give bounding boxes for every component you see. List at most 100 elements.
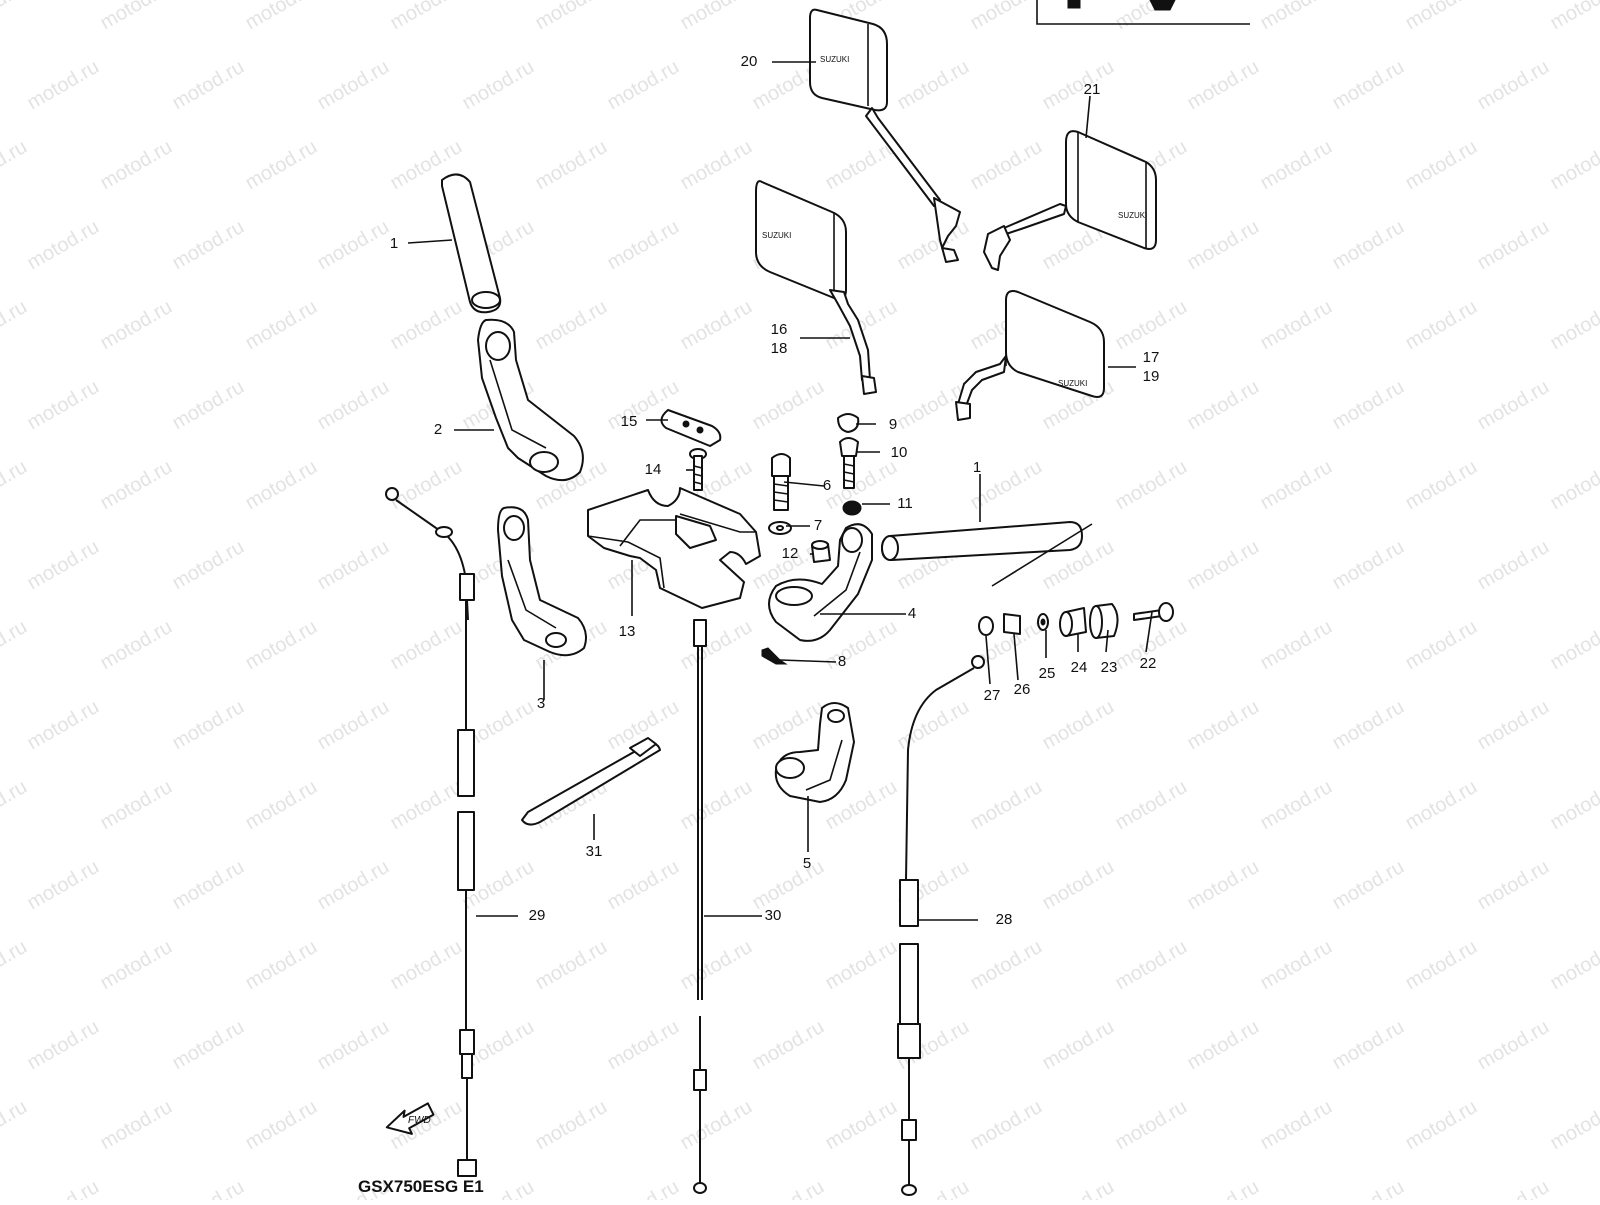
watermark-text: motod.ru [97, 936, 176, 995]
watermark-text: motod.ru [1474, 536, 1553, 595]
watermark-text: motod.ru [1547, 0, 1600, 34]
mirror-brand-20: SUZUKI [820, 55, 849, 64]
watermark-text: motod.ru [314, 856, 393, 915]
callout-20: 20 [741, 53, 758, 70]
watermark-text: motod.ru [0, 456, 31, 515]
cable-30 [694, 620, 706, 1193]
watermark-text: motod.ru [24, 216, 103, 275]
mirror-brand-16: SUZUKI [762, 231, 791, 240]
watermark-text: motod.ru [387, 296, 466, 355]
watermark-text: motod.ru [1474, 1016, 1553, 1075]
watermark-text: motod.ru [894, 216, 973, 275]
watermark-text: motod.ru [1329, 376, 1408, 435]
callout-17: 17 [1143, 349, 1160, 366]
watermark-text: motod.ru [1112, 776, 1191, 835]
watermark-text: motod.ru [1402, 936, 1481, 995]
watermark-text: motod.ru [532, 1096, 611, 1155]
callout-16: 16 [771, 321, 788, 338]
watermark-text: motod.ru [1257, 136, 1336, 195]
watermark-text: motod.ru [24, 1016, 103, 1075]
watermark-text: motod.ru [822, 456, 901, 515]
strap-31 [522, 738, 660, 825]
callout-26: 26 [1014, 681, 1031, 698]
callout-1a: 1 [390, 235, 398, 252]
callout-27: 27 [984, 687, 1001, 704]
callout-6: 6 [823, 477, 831, 494]
watermark-text: motod.ru [387, 616, 466, 675]
watermark-text: motod.ru [0, 936, 31, 995]
handlebar-left-lower-3 [498, 507, 586, 655]
callout-19: 19 [1143, 368, 1160, 385]
callout-1b: 1 [973, 459, 981, 476]
watermark-text: motod.ru [169, 856, 248, 915]
watermark-text: motod.ru [1402, 1096, 1481, 1155]
watermark-text: motod.ru [604, 216, 683, 275]
callout-7: 7 [814, 517, 822, 534]
watermark-text: motod.ru [24, 1176, 103, 1200]
watermark-text: motod.ru [1112, 296, 1191, 355]
callout-10: 10 [891, 444, 908, 461]
bar-end-parts [979, 603, 1173, 638]
watermark-text: motod.ru [314, 216, 393, 275]
watermark-text: motod.ru [314, 536, 393, 595]
watermark-text: motod.ru [24, 856, 103, 915]
watermark-text: motod.ru [967, 936, 1046, 995]
watermark-text: motod.ru [242, 296, 321, 355]
watermark-text: motod.ru [677, 0, 756, 34]
watermark-text: motod.ru [1257, 456, 1336, 515]
watermark-text: motod.ru [0, 0, 31, 34]
callout-23: 23 [1101, 659, 1118, 676]
callout-22: 22 [1140, 655, 1157, 672]
watermark-text: motod.ru [1547, 456, 1600, 515]
watermark-text: motod.ru [677, 296, 756, 355]
watermark-text: motod.ru [1039, 1176, 1118, 1200]
watermark-text: motod.ru [314, 56, 393, 115]
watermark-text: motod.ru [1547, 136, 1600, 195]
watermark-text: motod.ru [242, 616, 321, 675]
watermark-text: motod.ru [677, 1096, 756, 1155]
watermark-text: motod.ru [97, 616, 176, 675]
watermark-text: motod.ru [749, 1176, 828, 1200]
nut-11 [843, 501, 861, 515]
watermark-text: motod.ru [0, 616, 31, 675]
callout-4: 4 [908, 605, 916, 622]
watermark-text: motod.ru [314, 1016, 393, 1075]
watermark-text: motod.ru [1474, 856, 1553, 915]
watermark-text: motod.ru [459, 56, 538, 115]
watermark-text: motod.ru [1547, 616, 1600, 675]
watermark-text: motod.ru [242, 936, 321, 995]
callout-9: 9 [889, 416, 897, 433]
watermark-text: motod.ru [1402, 0, 1481, 34]
watermark-text: motod.ru [387, 0, 466, 34]
clip-8 [762, 648, 786, 664]
watermark-text: motod.ru [1257, 936, 1336, 995]
watermark-text: motod.ru [677, 936, 756, 995]
watermark-text: motod.ru [1257, 616, 1336, 675]
watermark-text: motod.ru [677, 136, 756, 195]
watermark-text: motod.ru [1112, 936, 1191, 995]
watermark-text: motod.ru [1474, 56, 1553, 115]
watermark-text: motod.ru [24, 536, 103, 595]
watermark-text: motod.ru [749, 1016, 828, 1075]
watermark-text: motod.ru [1329, 216, 1408, 275]
watermark-text: motod.ru [1039, 56, 1118, 115]
watermark-text: motod.ru [242, 456, 321, 515]
watermark-text: motod.ru [1184, 856, 1263, 915]
watermark-text: motod.ru [822, 1096, 901, 1155]
bracket-15 [661, 410, 720, 446]
model-code: GSX750ESG E1 [358, 1177, 484, 1196]
watermark-text: motod.ru [894, 56, 973, 115]
watermark-text: motod.ru [1329, 856, 1408, 915]
screw-22 [1134, 610, 1162, 620]
watermark-text: motod.ru [1039, 856, 1118, 915]
callout-14: 14 [645, 461, 662, 478]
watermark-text: motod.ru [749, 376, 828, 435]
watermark-text: motod.ru [97, 456, 176, 515]
watermark-text: motod.ru [24, 376, 103, 435]
watermark-text: motod.ru [749, 856, 828, 915]
watermark-text: motod.ru [967, 1096, 1046, 1155]
watermark-text: motod.ru [532, 0, 611, 34]
watermark-text: motod.ru [1474, 1176, 1553, 1200]
watermark-text: motod.ru [604, 1176, 683, 1200]
